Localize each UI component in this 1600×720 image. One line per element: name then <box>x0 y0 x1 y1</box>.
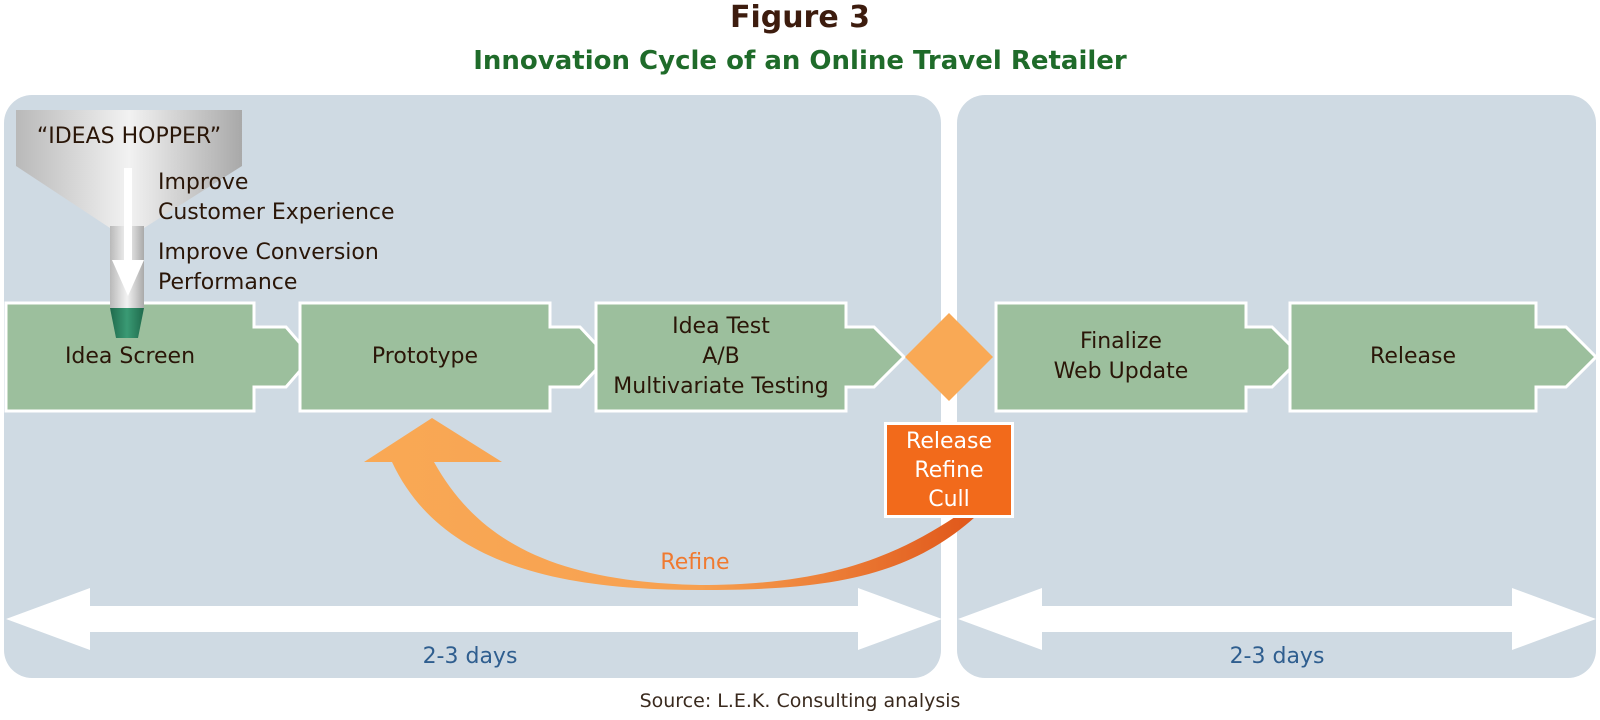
stage-release: Release <box>1290 303 1536 411</box>
refine-arrow <box>364 418 975 590</box>
goal-conversion-performance: Improve Conversion Performance <box>158 240 379 295</box>
double-headed-arrow-icon <box>6 588 942 650</box>
stage-label: A/B <box>702 344 740 369</box>
duration-label-deployment: 2-3 days <box>1229 644 1325 669</box>
stage-label: Prototype <box>371 344 479 369</box>
stage-label: Idea Test <box>672 314 770 339</box>
decision-box: Release Refine Cull <box>884 422 1014 518</box>
duration-arrow-left <box>6 588 942 650</box>
figure-number: Figure 3 <box>729 0 871 35</box>
source-note: Source: L.E.K. Consulting analysis <box>639 690 961 712</box>
funnel-icon <box>16 110 242 338</box>
stage-finalize-web-update: Finalize Web Update <box>996 303 1246 411</box>
stage-release-shape <box>1288 301 1599 413</box>
stage-finalize-shape <box>994 301 1305 413</box>
refine-curved-arrow-icon <box>364 418 975 590</box>
duration-arrow-right <box>958 588 1596 650</box>
stage-label: Idea Screen <box>64 344 196 369</box>
stage-label: Finalize <box>1080 329 1162 354</box>
decision-option: Release <box>906 428 992 454</box>
decision-option: Refine <box>914 457 984 483</box>
stage-idea-screen: Idea Screen <box>6 303 254 411</box>
decision-diamond-icon <box>905 313 993 401</box>
stage-prototype: Prototype <box>300 303 550 411</box>
stage-label: Release <box>1370 344 1456 369</box>
refine-label: Refine <box>660 550 730 575</box>
stage-idea-test: Idea Test A/B Multivariate Testing <box>596 303 846 411</box>
down-arrow-icon <box>124 168 132 262</box>
decision-option: Cull <box>928 486 970 512</box>
stage-label: Web Update <box>1053 359 1189 384</box>
stage-prototype-shape <box>298 301 611 413</box>
double-headed-arrow-icon <box>958 588 1596 650</box>
ideas-hopper-label: “IDEAS HOPPER” <box>36 124 222 149</box>
stage-idea-test-shape <box>594 301 907 413</box>
figure-title: Innovation Cycle of an Online Travel Ret… <box>473 46 1127 76</box>
stage-label: Multivariate Testing <box>613 374 829 399</box>
duration-label-development: 2-3 days <box>422 644 518 669</box>
goal-customer-experience: Improve Customer Experience <box>158 170 395 225</box>
